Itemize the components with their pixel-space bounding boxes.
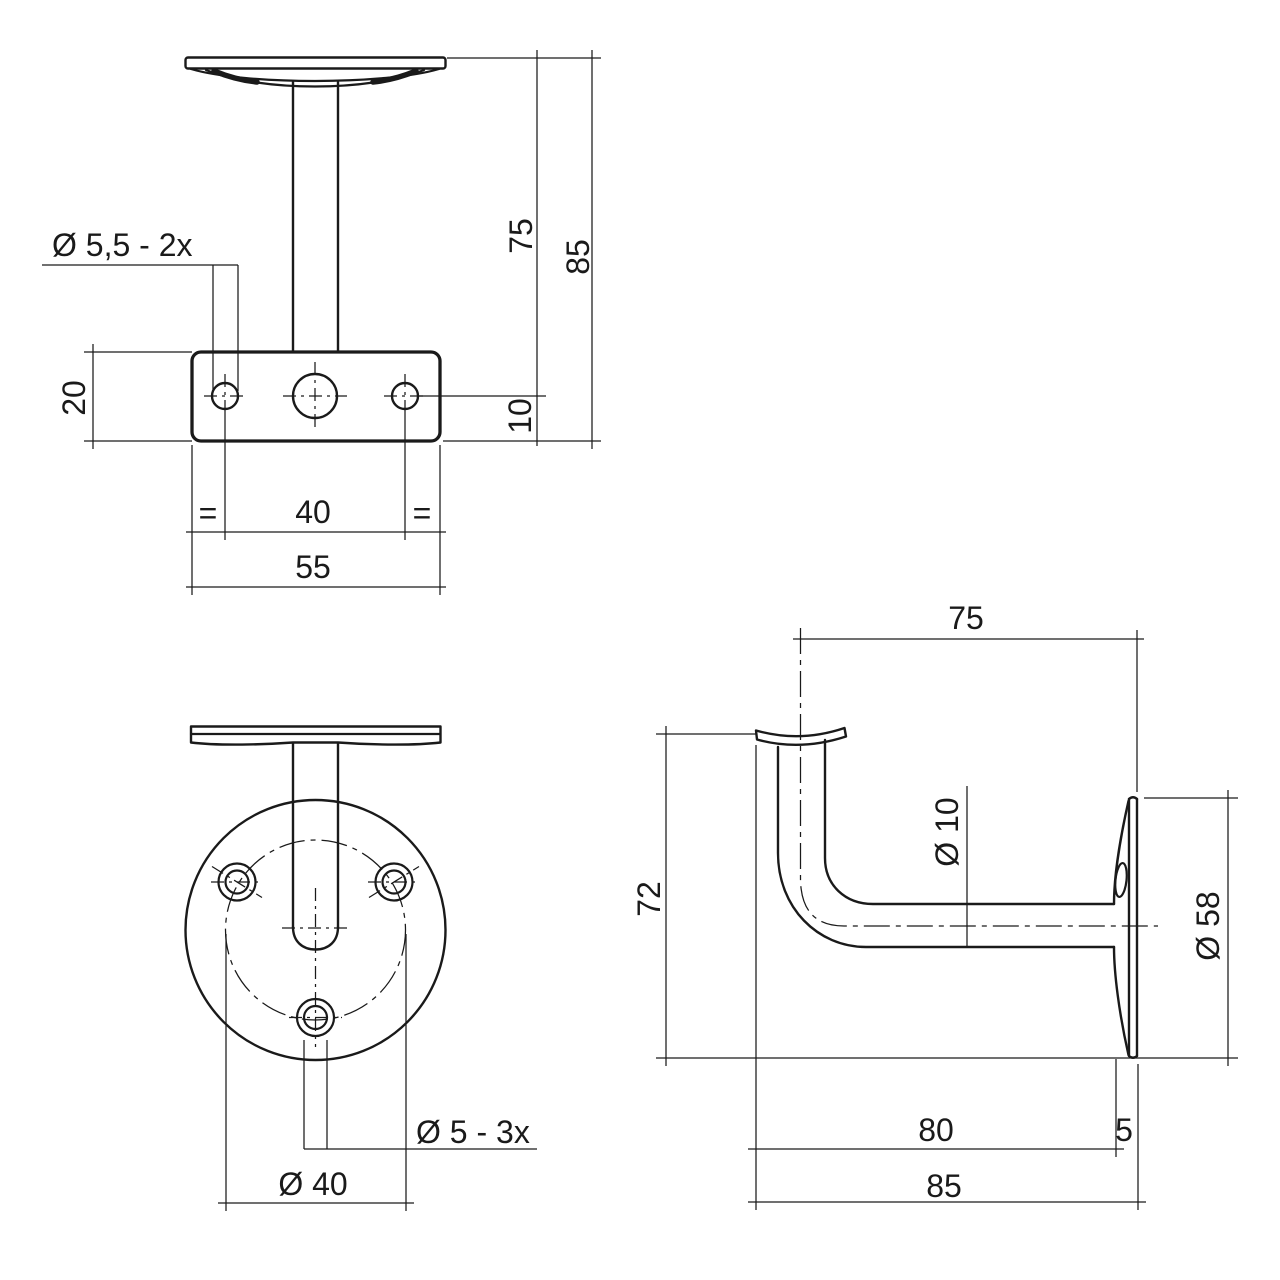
tube-arm <box>776 738 1116 949</box>
dim-label-eq-left: = <box>199 495 218 531</box>
dim-label-eq-right: = <box>413 495 432 531</box>
dim-label-bolt-circle: Ø 40 <box>278 1166 347 1202</box>
dim-flange-58: Ø 58 <box>1144 790 1238 1066</box>
saddle-side <box>754 726 848 746</box>
dim-label-20: 20 <box>56 380 92 416</box>
plate-holes <box>204 362 426 430</box>
dim-label-flange-dia: Ø 58 <box>1190 891 1226 960</box>
post-front <box>291 80 340 354</box>
dim-label-85-front: 85 <box>560 239 596 275</box>
hole-callout-front: Ø 5,5 - 2x <box>52 227 193 263</box>
callout-leader-5: Ø 5 - 3x <box>303 1040 537 1150</box>
saddle-shade-right <box>370 68 419 85</box>
dim-bolt-circle-40: Ø 40 <box>218 934 414 1211</box>
dims-80-5-85: 80 5 85 <box>748 745 1146 1210</box>
saddle-round <box>189 725 442 746</box>
flange-outline <box>184 798 447 1062</box>
view-front-round-flange: Ø 5 - 3x Ø 40 <box>184 725 537 1211</box>
flange-holes <box>211 862 420 1038</box>
view-front-plate: Ø 5,5 - 2x 20 75 85 10 = <box>42 50 601 595</box>
view-side: 75 72 Ø 10 Ø 58 80 5 85 <box>631 600 1238 1210</box>
dims-40-55: = 40 = 55 <box>186 413 446 595</box>
dim-tube-10: Ø 10 <box>929 786 968 948</box>
dim-label-10-front: 10 <box>502 398 538 434</box>
tube-centerline <box>799 628 1158 927</box>
saddle-shade-left <box>211 68 260 85</box>
dim-label-85-side: 85 <box>926 1168 962 1204</box>
dim-label-75-side: 75 <box>948 600 984 636</box>
dim-label-75-front: 75 <box>503 218 539 254</box>
dim-label-72: 72 <box>631 881 667 917</box>
saddle-front <box>184 56 447 88</box>
hole-callout-flange: Ø 5 - 3x <box>416 1114 530 1150</box>
dim-label-5: 5 <box>1115 1112 1133 1148</box>
dim-20: 20 <box>56 344 192 449</box>
dim-label-40: 40 <box>295 494 331 530</box>
wall-flange-side <box>1112 796 1139 1059</box>
dim-75-side: 75 <box>793 600 1144 792</box>
dim-72: 72 <box>631 726 1238 1066</box>
dim-label-tube-dia: Ø 10 <box>929 797 965 866</box>
callout-leader-55: Ø 5,5 - 2x <box>42 227 239 391</box>
dims-75-85-10: 75 85 10 <box>418 50 601 449</box>
dim-label-80: 80 <box>918 1112 954 1148</box>
dim-label-55: 55 <box>295 549 331 585</box>
flange-hole-side <box>1114 861 1128 899</box>
